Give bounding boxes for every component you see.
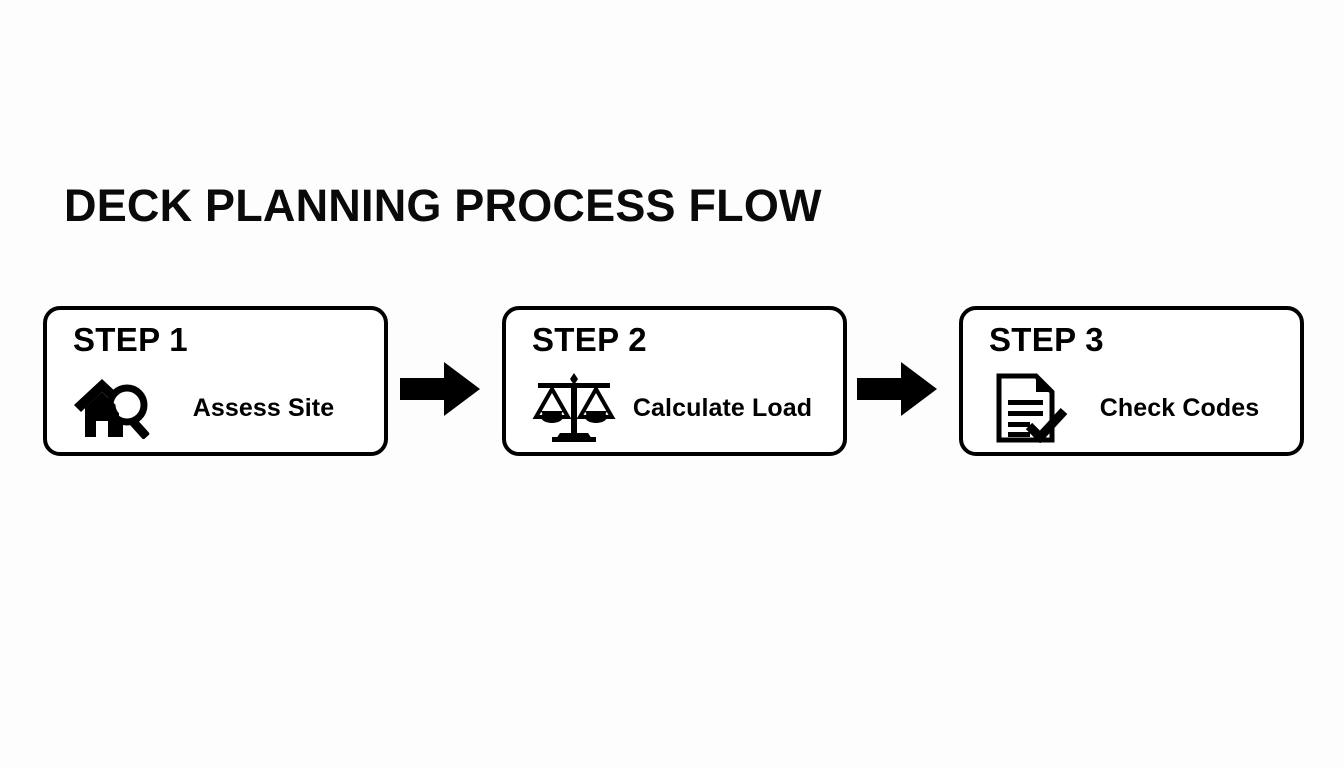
step-3-body: Check Codes bbox=[985, 368, 1288, 448]
step-card-3[interactable]: STEP 3 bbox=[959, 306, 1304, 456]
step-card-2[interactable]: STEP 2 bbox=[502, 306, 847, 456]
step-card-1[interactable]: STEP 1 bbox=[43, 306, 388, 456]
page-title: DECK PLANNING PROCESS FLOW bbox=[64, 180, 822, 231]
step-2-body: Calculate Load bbox=[528, 368, 831, 448]
arrow-right-icon bbox=[857, 360, 945, 418]
document-check-icon bbox=[985, 372, 1077, 444]
step-3-title: STEP 3 bbox=[989, 321, 1104, 358]
arrow-right-icon bbox=[400, 360, 488, 418]
house-magnifier-icon bbox=[69, 372, 161, 444]
step-1-body: Assess Site bbox=[69, 368, 372, 448]
step-1-label: Assess Site bbox=[192, 393, 335, 422]
process-flow-row: STEP 1 bbox=[0, 306, 1344, 460]
step-3-label: Check Codes bbox=[1099, 393, 1260, 422]
step-1-title: STEP 1 bbox=[73, 321, 188, 358]
step-2-label: Calculate Load bbox=[632, 393, 813, 422]
step-2-title: STEP 2 bbox=[532, 321, 647, 358]
balance-scale-icon bbox=[528, 372, 620, 444]
